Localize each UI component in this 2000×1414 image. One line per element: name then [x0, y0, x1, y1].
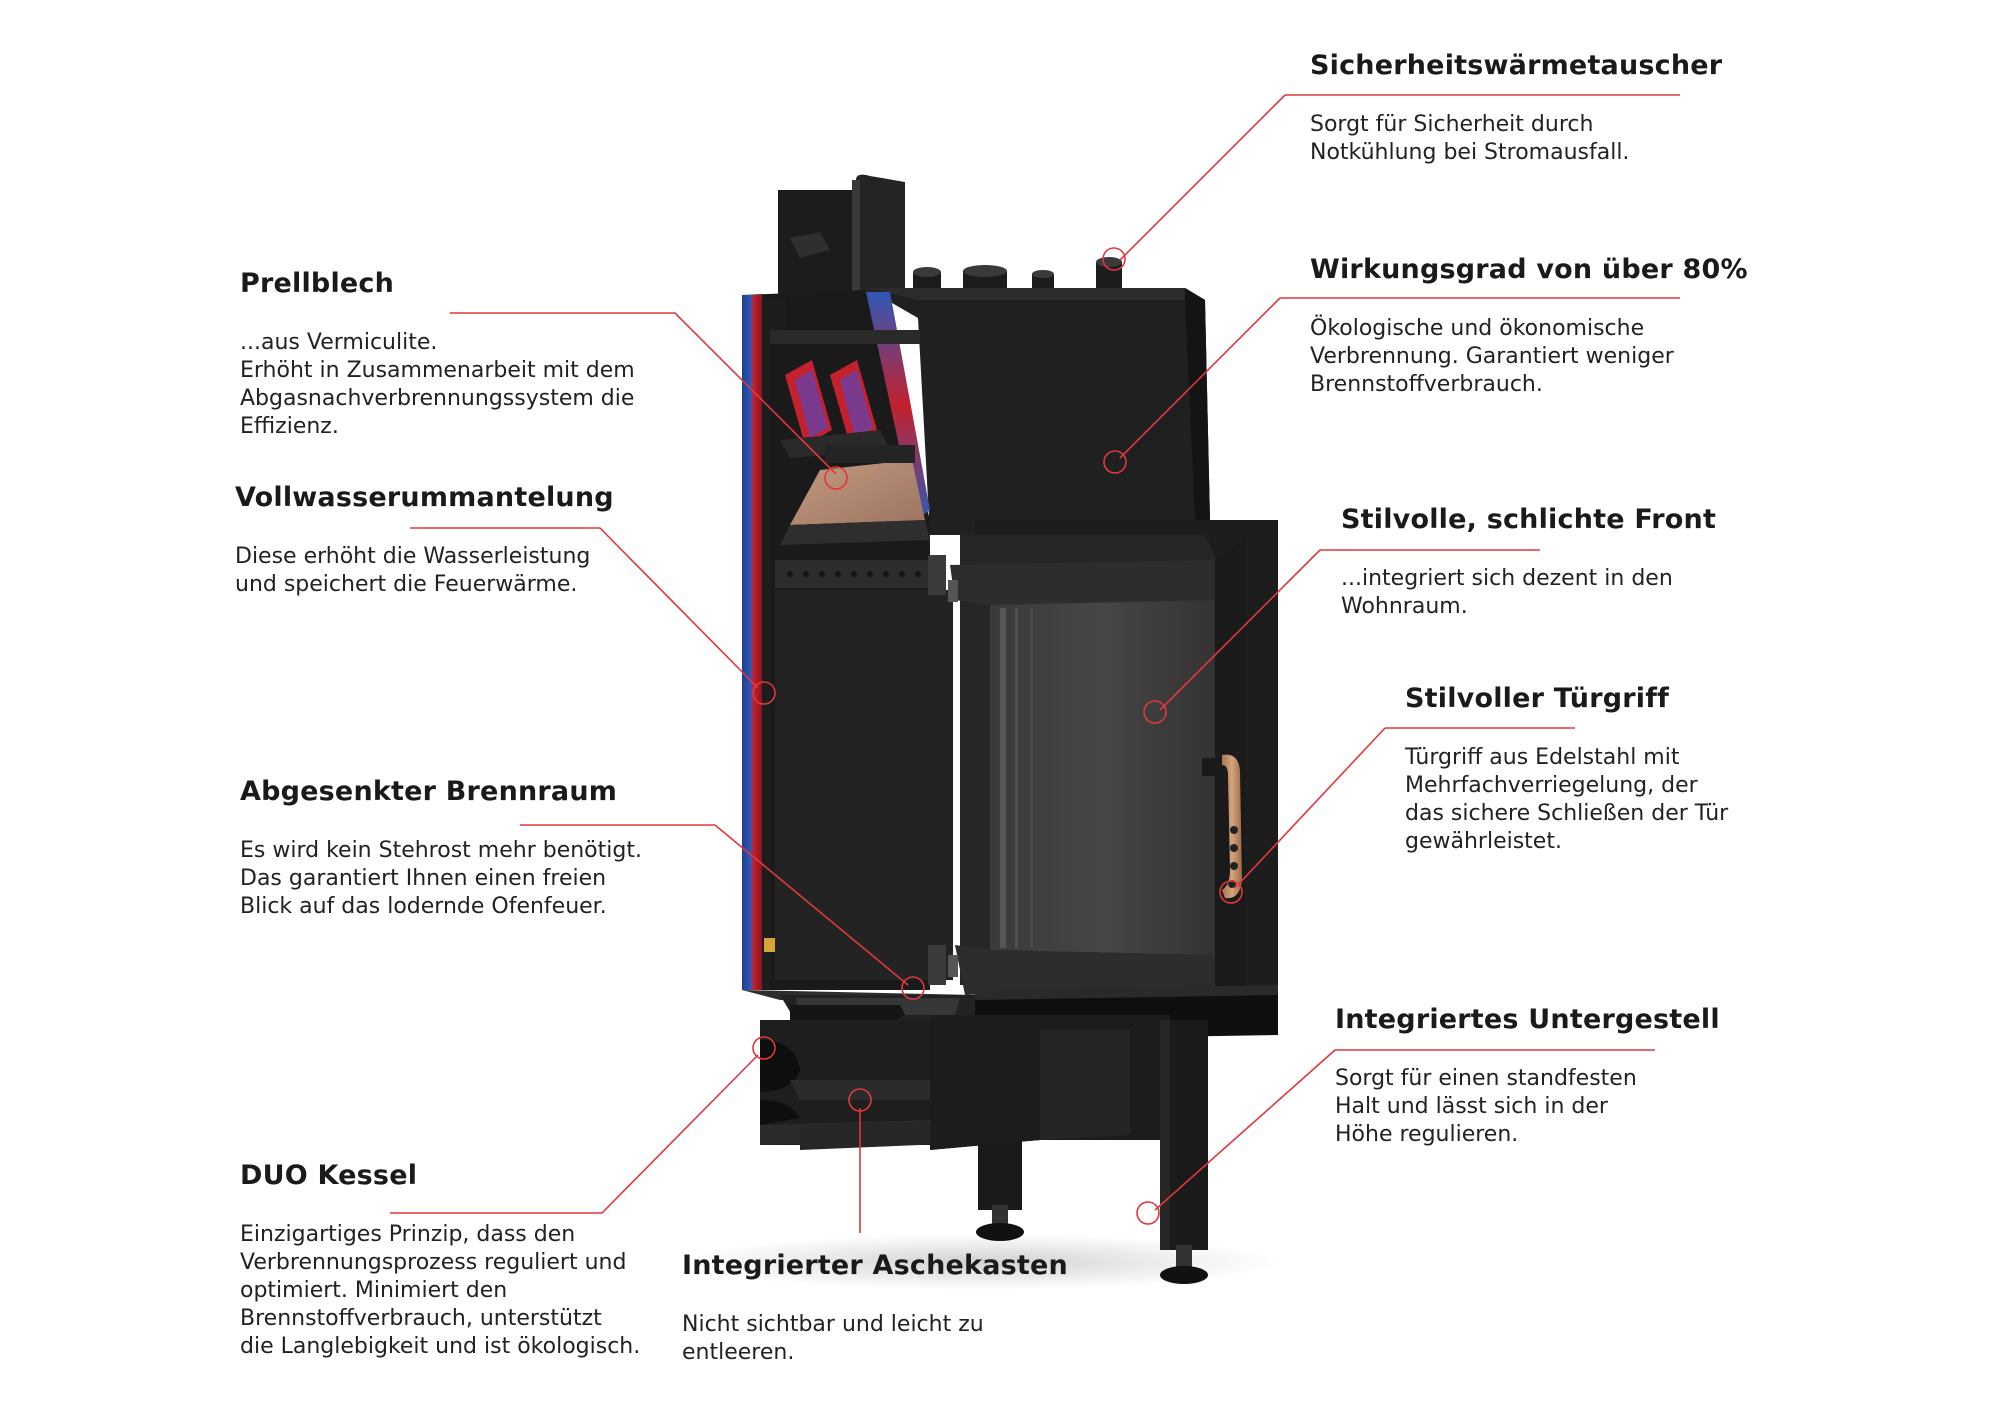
- callout-sicherheitswaermetauscher: Sicherheitswärmetauscher Sorgt für Siche…: [1310, 50, 1722, 167]
- callout-text: Einzigartiges Prinzip, dass den Verbrenn…: [240, 1222, 641, 1359]
- leader-aschekasten: [848, 1088, 872, 1233]
- callout-title: Vollwasserummantelung: [235, 482, 614, 513]
- door-handle: [1202, 754, 1242, 899]
- callout-title: DUO Kessel: [240, 1160, 418, 1191]
- callout-text: Türgriff aus Edelstahl mit Mehrfachverri…: [1405, 745, 1729, 854]
- air-bar: [775, 560, 935, 588]
- leader-prellblech: [450, 312, 848, 490]
- leader-sicherheit: [1102, 94, 1680, 271]
- callout-title: Abgesenkter Brennraum: [240, 776, 618, 807]
- callout-tuergriff: Stilvoller Türgriff Türgriff aus Edelsta…: [1405, 683, 1728, 856]
- callout-text: Sorgt für Sicherheit durch Notkühlung be…: [1310, 112, 1630, 165]
- leader-brennraum: [520, 824, 925, 1000]
- callout-title: Stilvoller Türgriff: [1405, 683, 1670, 714]
- vermiculite-deflector: [780, 445, 930, 545]
- callout-wirkungsgrad: Wirkungsgrad von über 80% Ökologische un…: [1310, 254, 1748, 399]
- callout-text: ...aus Vermiculite. Erhöht in Zusammenar…: [240, 330, 635, 439]
- leader-front: [1143, 549, 1540, 724]
- callout-aschekasten: Integrierter Aschekasten Nicht sichtbar …: [682, 1250, 1068, 1367]
- leader-lines: [390, 94, 1680, 1233]
- callout-text: Ökologische und ökonomische Verbrennung.…: [1310, 316, 1674, 397]
- leader-wirkungsgrad: [1103, 297, 1680, 474]
- door-hinges: [928, 555, 958, 985]
- callout-title: Prellblech: [240, 268, 395, 299]
- leader-vollwasser: [410, 527, 776, 705]
- callout-text: Sorgt für einen standfesten Halt und läs…: [1335, 1066, 1637, 1147]
- callout-title: Integrierter Aschekasten: [682, 1250, 1068, 1281]
- upper-body: [866, 288, 1210, 535]
- callout-untergestell: Integriertes Untergestell Sorgt für eine…: [1335, 1004, 1720, 1149]
- callout-title: Sicherheitswärmetauscher: [1310, 50, 1723, 81]
- leader-tuergriff: [1219, 727, 1575, 904]
- callout-title: Integriertes Untergestell: [1335, 1004, 1720, 1035]
- top-connectors: [913, 257, 1122, 293]
- callout-text: Nicht sichtbar und leicht zu entleeren.: [682, 1312, 984, 1365]
- callout-vollwasserummantelung: Vollwasserummantelung Diese erhöht die W…: [235, 482, 614, 599]
- callout-abgesenkter-brennraum: Abgesenkter Brennraum Es wird kein Stehr…: [240, 776, 642, 921]
- stand-legs: [976, 1020, 1208, 1284]
- callout-prellblech: Prellblech ...aus Vermiculite. Erhöht in…: [240, 268, 635, 441]
- callout-text: ...integriert sich dezent in den Wohnrau…: [1341, 566, 1673, 619]
- firebox-side-wall: [775, 590, 953, 980]
- lower-body: [930, 1015, 1170, 1150]
- callout-title: Stilvolle, schlichte Front: [1341, 504, 1717, 535]
- callout-text: Es wird kein Stehrost mehr benötigt. Das…: [240, 838, 642, 919]
- leader-untergestell: [1136, 1049, 1655, 1225]
- callout-text: Diese erhöht die Wasserleistung und spei…: [235, 544, 591, 597]
- callout-duo-kessel: DUO Kessel Einzigartiges Prinzip, dass d…: [240, 1160, 640, 1361]
- callout-stilvolle-front: Stilvolle, schlichte Front ...integriert…: [1341, 504, 1716, 621]
- leader-duo: [390, 1036, 776, 1214]
- floor-shadow: [680, 1234, 1280, 1290]
- door-glass: [950, 540, 1245, 1000]
- callout-title: Wirkungsgrad von über 80%: [1310, 254, 1748, 285]
